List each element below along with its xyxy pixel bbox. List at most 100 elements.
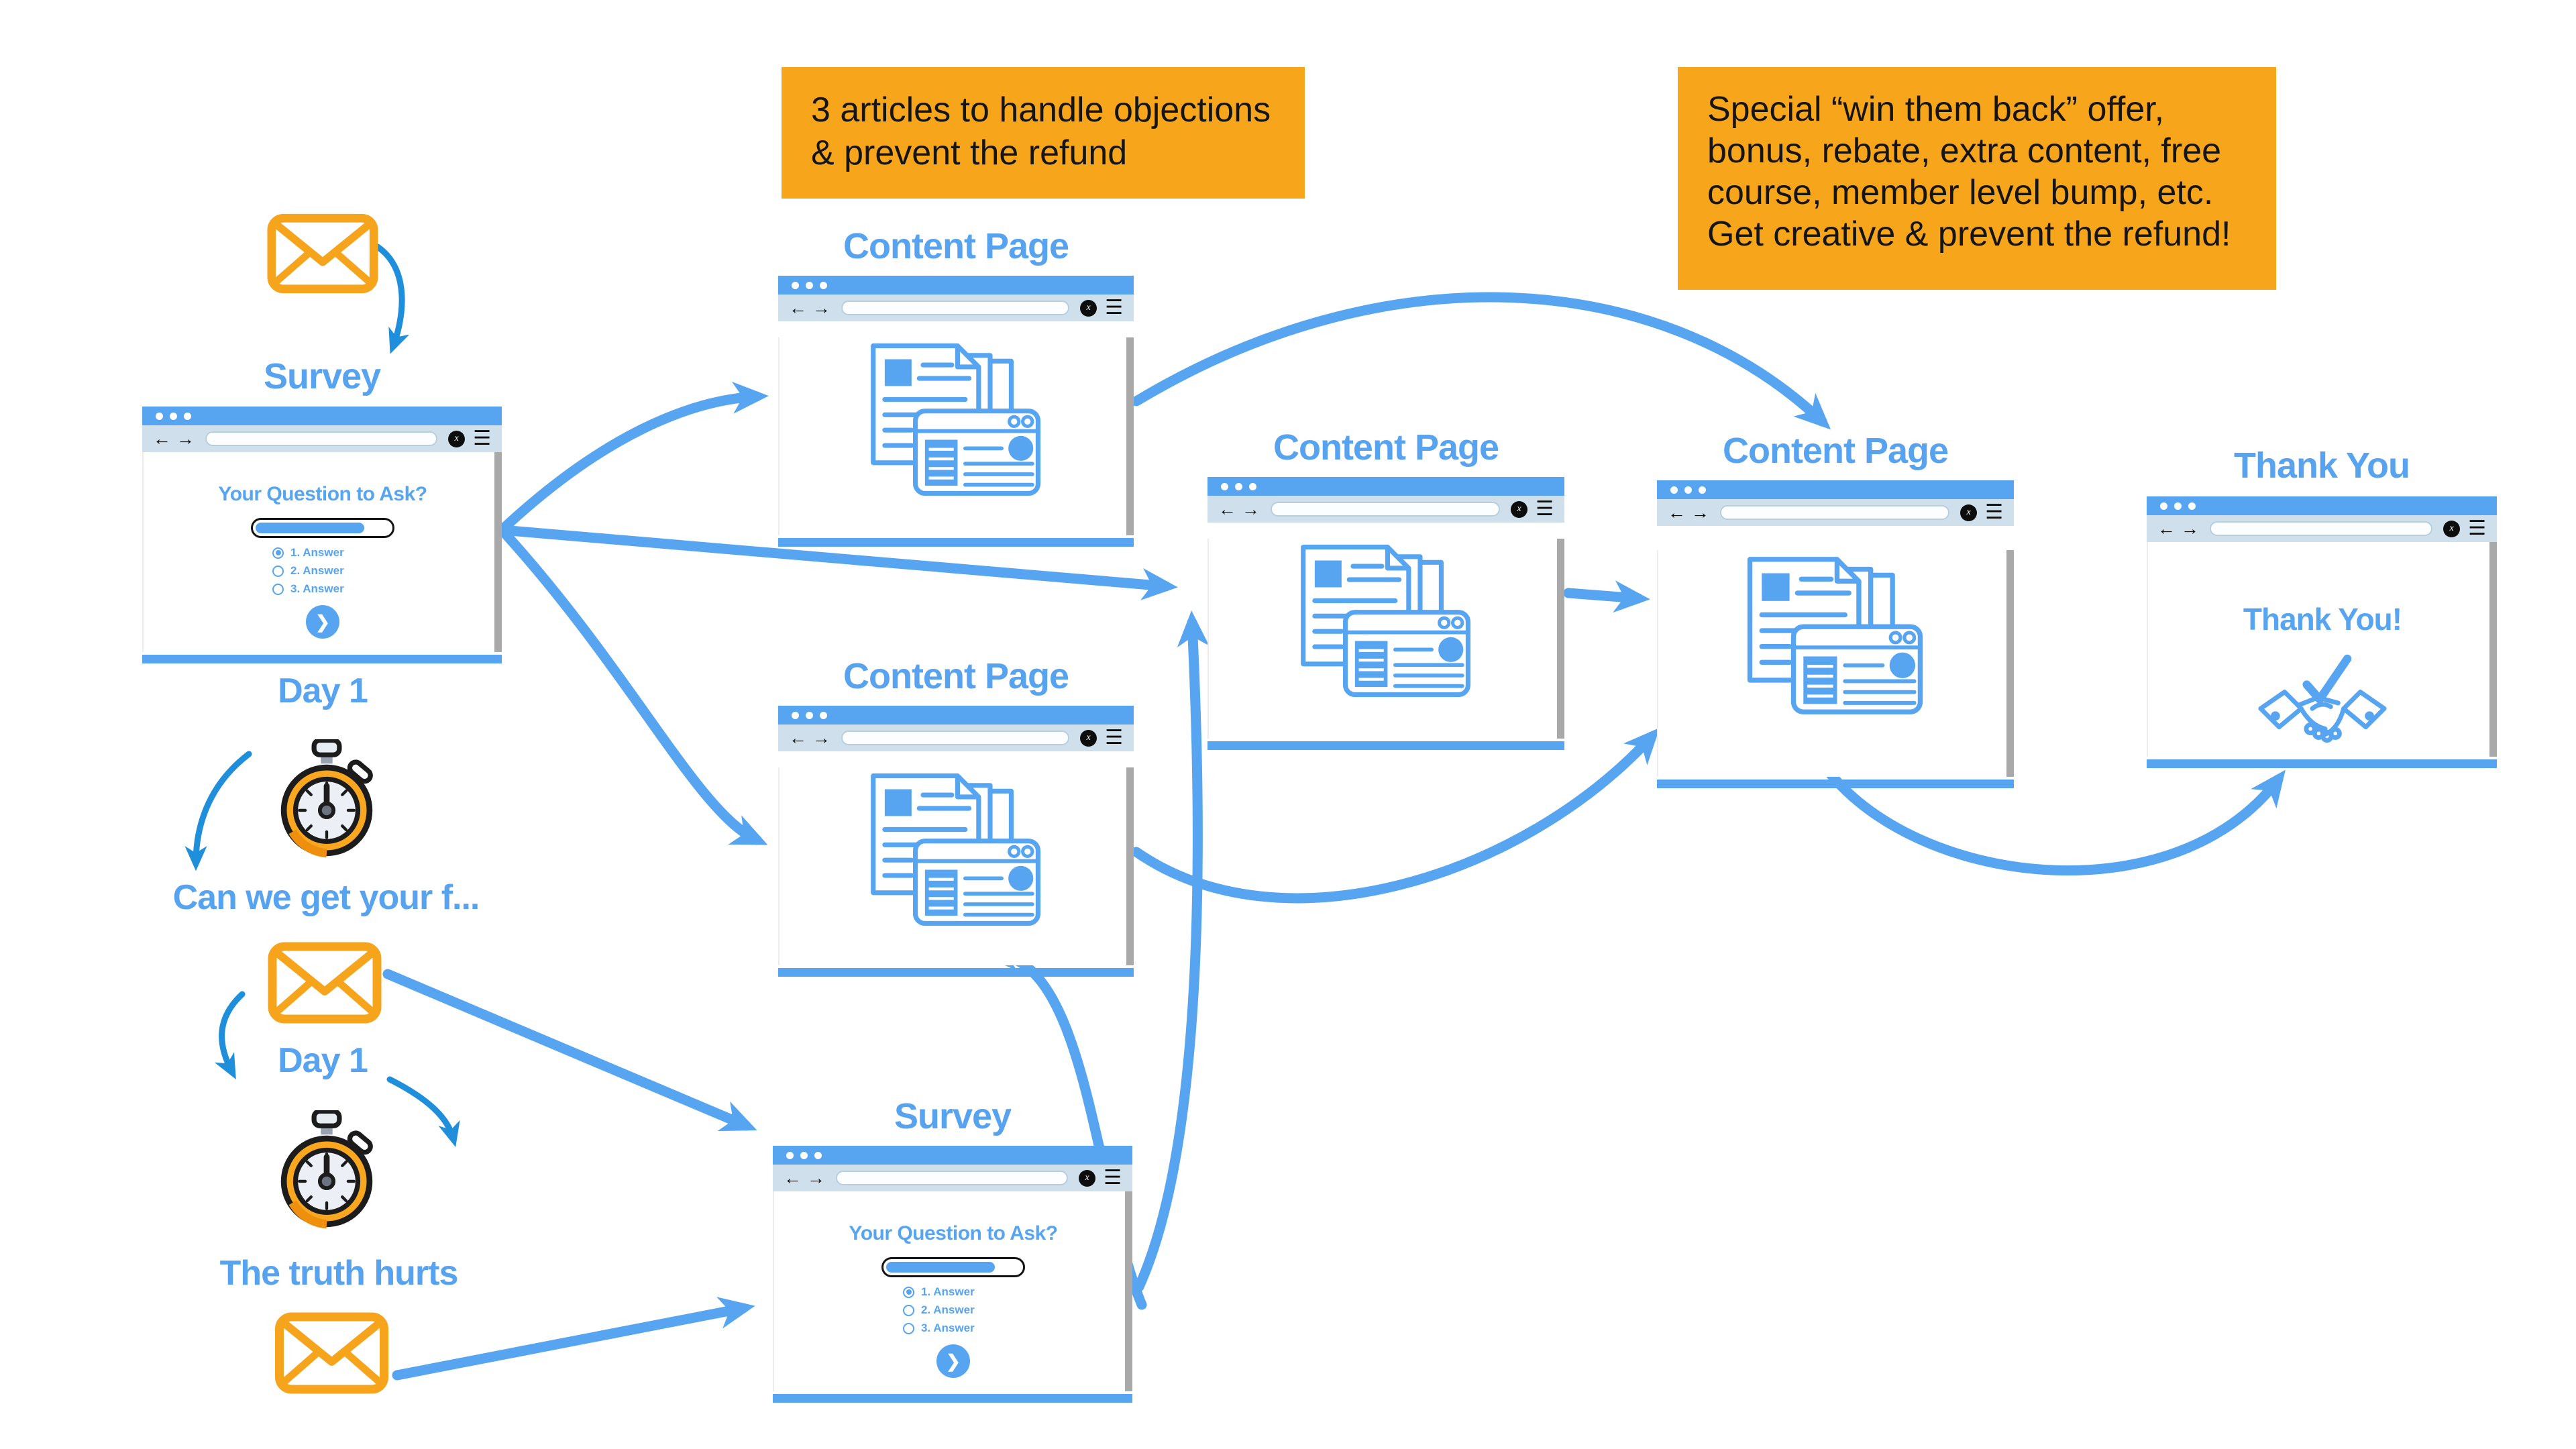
traffic-light-icon [820,281,827,289]
radio-icon[interactable] [903,1322,914,1334]
window-bottom-bar [142,655,502,663]
back-icon[interactable]: ← [789,727,807,748]
forward-icon[interactable]: → [807,1167,825,1188]
callout-win-back: Special “win them back” offer, bonus, re… [1678,67,2276,290]
close-icon[interactable]: x [1960,504,1978,521]
arrow-contentmid-to-content3 [1131,727,1660,904]
radio-icon[interactable] [272,583,284,595]
content-page [1657,550,2014,777]
back-icon[interactable]: ← [2157,518,2176,539]
thank-you-page: Thank You! [2147,542,2497,757]
survey-question: Your Question to Ask? [849,1222,1058,1244]
window-titlebar [2147,496,2497,515]
forward-icon[interactable]: → [1242,498,1260,519]
answer-option[interactable]: 2. Answer [272,564,373,578]
progress-fill [256,523,365,533]
thank-you-heading: Thank You! [2243,602,2402,637]
next-button[interactable]: ❯ [936,1344,970,1378]
radio-icon[interactable] [903,1304,914,1316]
browser-window-survey-top: ← → x ☰ Your Question to Ask? 1. Answer … [142,407,502,663]
browser-window-survey-bottom: ← → x ☰ Your Question to Ask? 1. Answer … [773,1146,1132,1403]
menu-icon[interactable]: ☰ [2468,517,2486,539]
menu-icon[interactable]: ☰ [1105,297,1123,319]
survey-question: Your Question to Ask? [218,483,427,505]
menu-icon[interactable]: ☰ [1104,1167,1122,1189]
forward-icon[interactable]: → [2181,518,2199,539]
scrollbar[interactable] [2489,542,2497,757]
traffic-light-icon [1684,486,1692,494]
menu-icon[interactable]: ☰ [473,427,491,449]
traffic-light-icon [792,281,799,289]
close-icon[interactable]: x [448,430,466,447]
menu-icon[interactable]: ☰ [1985,501,2003,523]
answer-option[interactable]: 1. Answer [272,546,373,559]
close-icon[interactable]: x [1511,500,1528,518]
answer-label: 1. Answer [921,1285,975,1298]
back-icon[interactable]: ← [789,297,807,318]
scrollbar[interactable] [494,452,502,652]
url-bar[interactable] [1720,505,1950,520]
close-icon[interactable]: x [1080,729,1097,747]
forward-icon[interactable]: → [1691,502,1709,523]
menu-icon[interactable]: ☰ [1105,727,1123,749]
arrow-survey1-to-contentmid [496,525,768,845]
forward-icon[interactable]: → [176,428,195,449]
arrow-timer2-to-caption [386,1076,460,1147]
answer-option[interactable]: 3. Answer [903,1322,1004,1335]
forward-icon[interactable]: → [812,727,830,748]
back-icon[interactable]: ← [153,428,171,449]
browser-window-content-mid: ← → x ☰ [778,706,1134,977]
traffic-light-icon [2174,502,2182,510]
scrollbar[interactable] [2006,550,2014,777]
browser-window-thank-you: ← → x ☰ Thank You! [2147,496,2497,768]
url-bar[interactable] [2210,521,2433,536]
url-bar[interactable] [1271,502,1501,517]
callout-win-back-line: Special “win them back” offer, [1707,90,2165,129]
url-bar[interactable] [841,731,1070,745]
back-icon[interactable]: ← [1218,498,1236,519]
answer-option[interactable]: 1. Answer [903,1285,1004,1299]
callout-win-back-line: Get creative & prevent the refund! [1707,215,2231,254]
traffic-light-icon [1235,482,1242,490]
window-label-content-right: Content Page [1273,427,1499,468]
radio-icon[interactable] [272,565,284,577]
answer-label: 3. Answer [921,1322,975,1334]
radio-icon[interactable] [272,547,284,559]
answer-option[interactable]: 2. Answer [903,1303,1004,1317]
close-icon[interactable]: x [1079,1169,1096,1187]
close-icon[interactable]: x [2443,520,2461,537]
traffic-light-icon [1221,482,1228,490]
handshake-check-icon [2245,644,2400,755]
scrollbar[interactable] [1125,1191,1132,1391]
window-titlebar [1208,477,1564,496]
answer-label: 2. Answer [290,564,344,577]
radio-icon[interactable] [903,1286,914,1298]
back-icon[interactable]: ← [784,1167,802,1188]
url-bar[interactable] [841,301,1070,315]
window-titlebar [778,276,1134,294]
window-toolbar: ← → x ☰ [773,1165,1132,1191]
close-icon[interactable]: x [1080,299,1097,317]
arrow-email1-to-survey2 [382,969,757,1132]
browser-window-content-far-right: ← → x ☰ [1657,480,2014,788]
traffic-light-icon [170,412,177,420]
scrollbar[interactable] [1557,539,1564,739]
window-toolbar: ← → x ☰ [142,425,502,452]
forward-icon[interactable]: → [812,297,830,318]
answer-option[interactable]: 3. Answer [272,582,373,596]
traffic-light-icon [806,711,813,719]
scrollbar[interactable] [1126,767,1134,965]
scrollbar[interactable] [1126,337,1134,535]
url-bar[interactable] [205,431,438,446]
window-toolbar: ← → x ☰ [1208,496,1564,523]
arrow-email2-to-survey2 [392,1297,755,1381]
menu-icon[interactable]: ☰ [1536,498,1554,520]
survey-page: Your Question to Ask? 1. Answer 2. Answe… [773,1191,1132,1391]
back-icon[interactable]: ← [1668,502,1686,523]
callout-articles-line: & prevent the refund [811,133,1128,172]
window-titlebar [778,706,1134,724]
next-button[interactable]: ❯ [306,605,339,639]
window-bottom-bar [773,1394,1132,1403]
url-bar[interactable] [836,1171,1069,1185]
content-page [1208,539,1564,739]
